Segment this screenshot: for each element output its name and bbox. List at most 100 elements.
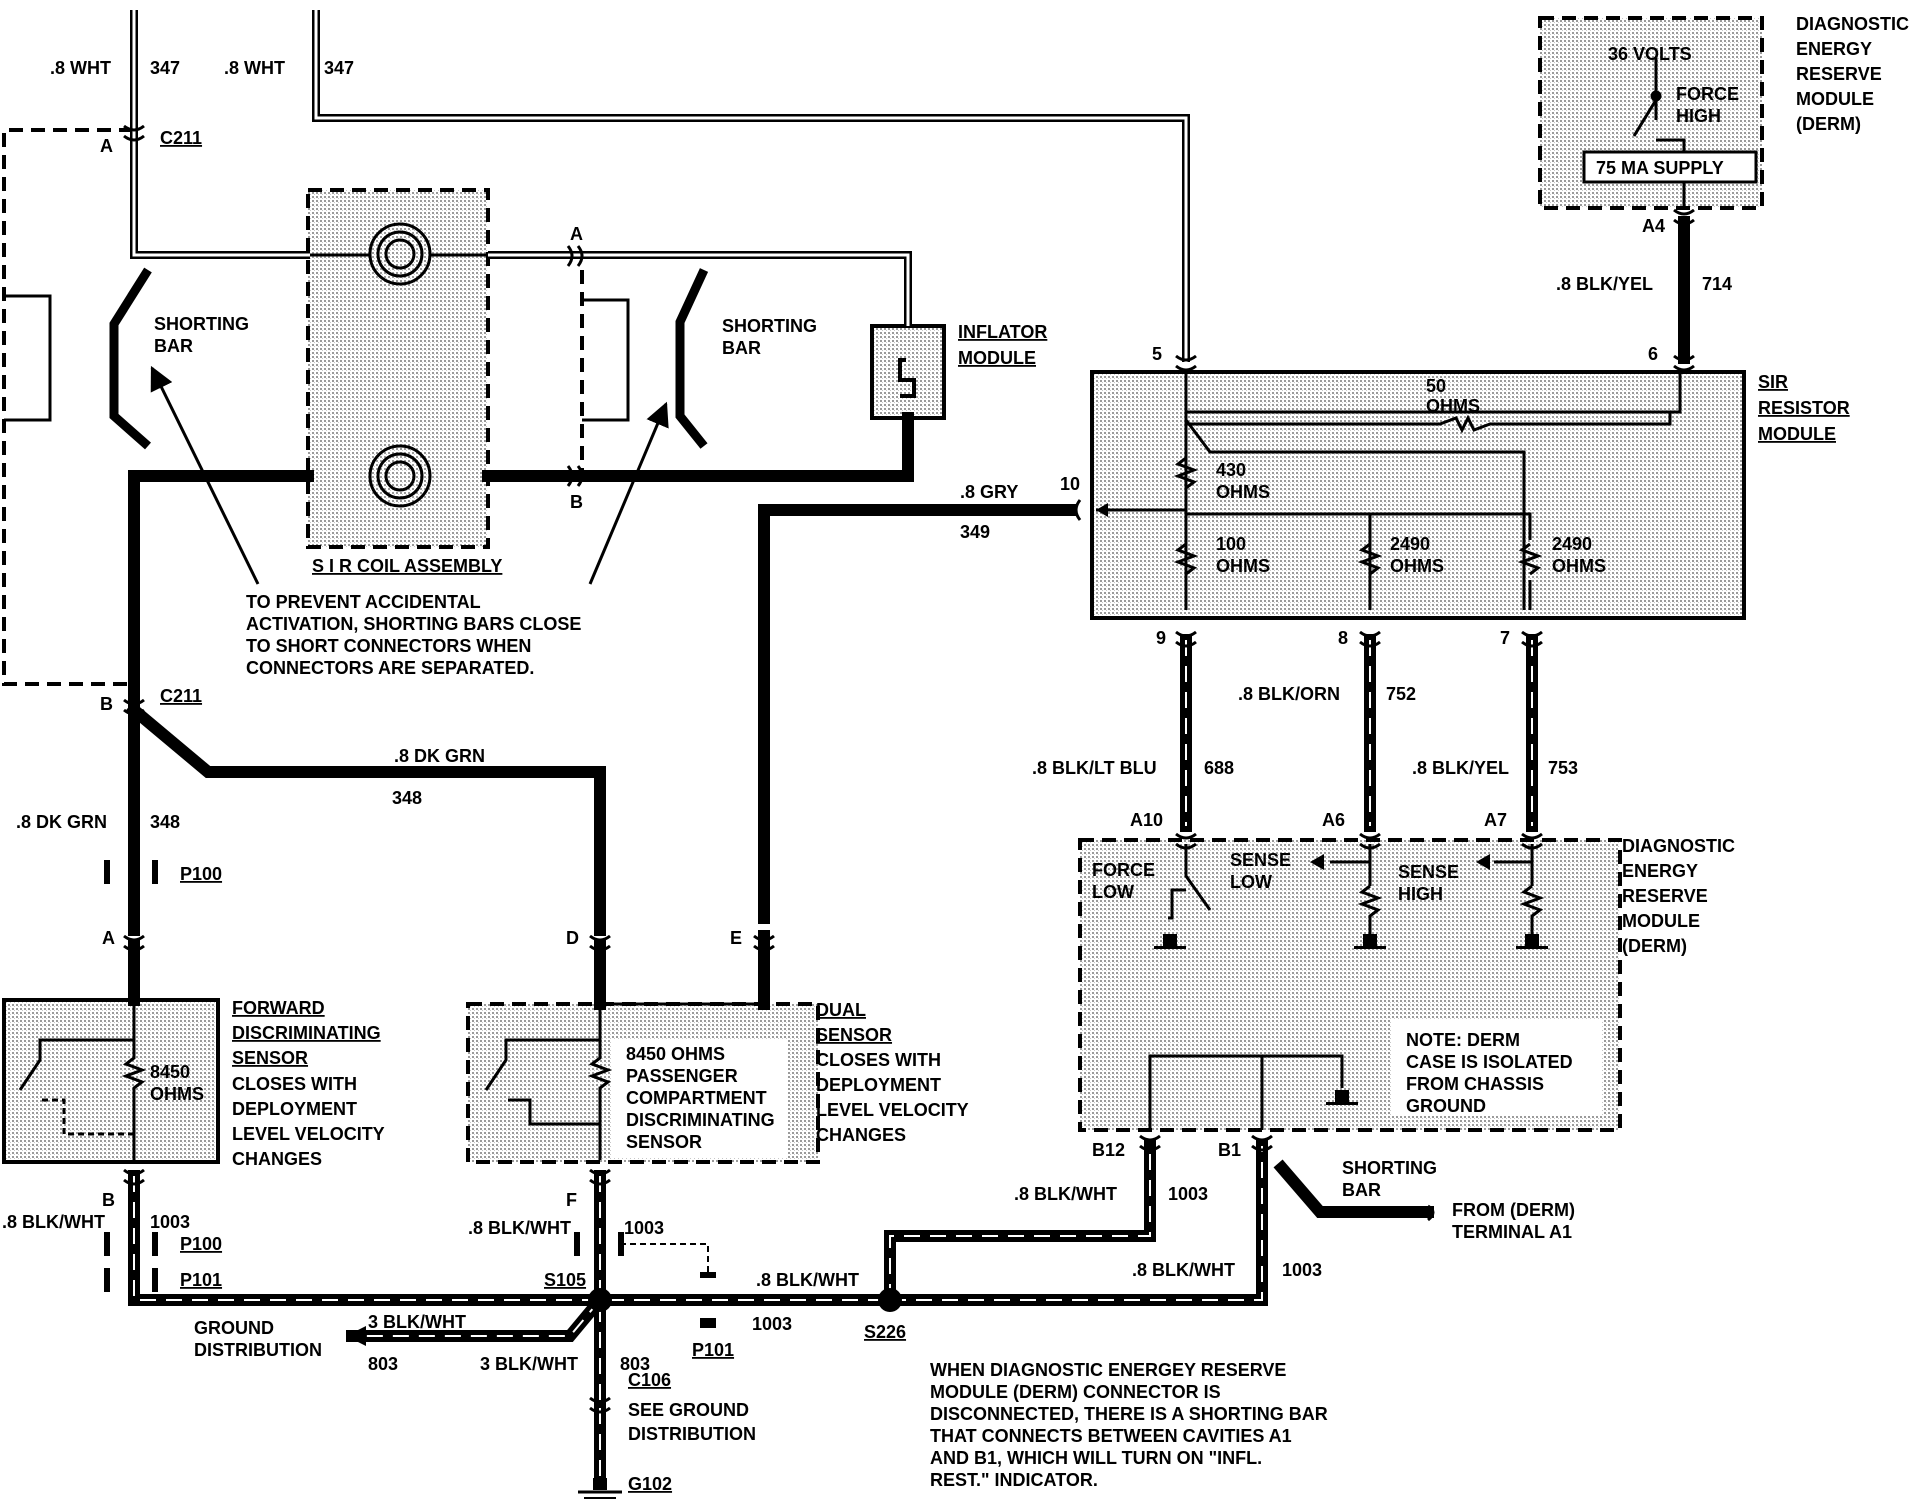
sir-pin-8: 8 [1338,628,1348,648]
wire-348-mid-gauge: .8 DK GRN [394,746,485,766]
splice-s226: S226 [864,1322,906,1342]
connector-chevrons [123,124,1695,1414]
wire-348-left-gauge: .8 DK GRN [16,812,107,832]
fwd-pin-b: B [102,1190,115,1210]
pin-brackets [104,860,716,1328]
wire-753-circuit: 753 [1548,758,1578,778]
sir-resistor-network [1096,372,1682,610]
sir-coil-label: S I R COIL ASSEMBLY [312,556,502,576]
gnd-mid-circuit: 1003 [624,1218,664,1238]
dist-a-circuit: 803 [368,1354,398,1374]
gnd-b1-circuit: 1003 [1282,1260,1322,1280]
dist-a-gauge: 3 BLK/WHT [368,1312,466,1332]
sir-resistor-box [1092,372,1744,618]
derm-pin-a7: A7 [1484,810,1507,830]
dist-b-gauge: 3 BLK/WHT [480,1354,578,1374]
top-right-gauge: .8 WHT [224,58,285,78]
derm-supply: 75 MA SUPPLY [1596,158,1724,178]
c211-top-label: C211 [160,128,202,148]
c211-pin-a: A [100,136,113,156]
from-derm-label: FROM (DERM)TERMINAL A1 [1452,1200,1575,1242]
derm-pin-b12: B12 [1092,1140,1125,1160]
top-left-gauge: .8 WHT [50,58,111,78]
wire-349-circuit: 349 [960,522,990,542]
fwd-pin-a: A [102,928,115,948]
g102-label: G102 [628,1474,672,1494]
c211-pin-b: B [100,694,113,714]
derm-grounds [1154,934,1548,1105]
gnd-bottom-circuit: 1003 [752,1314,792,1334]
inflator-module-box [872,326,944,418]
dual-sensor-internals [484,1002,764,1160]
derm-top-pin: A4 [1642,216,1665,236]
gnd-mid-gauge: .8 BLK/WHT [468,1218,571,1238]
sir-pin-7: 7 [1500,628,1510,648]
derm-pin-a6: A6 [1322,810,1345,830]
dual-pin-d: D [566,928,579,948]
dual-pin-e: E [730,928,742,948]
c211-bottom-label: C211 [160,686,202,706]
shorting-bar-right-shape [675,268,709,449]
supply-box [1582,150,1758,184]
wire-714-circuit: 714 [1702,274,1732,294]
wire-752-gauge: .8 BLK/ORN [1238,684,1340,704]
p101-mid-label: P101 [692,1340,734,1360]
p100-top-label: P100 [180,864,222,884]
top-left-circuit: 347 [150,58,180,78]
wire-349-gauge: .8 GRY [960,482,1018,502]
derm-voltage: 36 VOLTS [1608,44,1692,64]
sir-pin-6: 6 [1648,344,1658,364]
p100-bottom-label: P100 [180,1234,222,1254]
sir-pin-a: A [570,224,583,244]
coil-top [310,222,488,286]
sir-pin-9: 9 [1156,628,1166,648]
shorting-bar-left-shape [109,267,152,450]
wire-348-mid-circuit: 348 [392,788,422,808]
derm-top-internals [1632,58,1686,208]
forward-sensor-internals [18,1000,147,1160]
sir-pin-b: B [570,492,583,512]
p101-left-label: P101 [180,1270,222,1290]
gnd-left-gauge: .8 BLK/WHT [2,1212,105,1232]
gnd-b12-gauge: .8 BLK/WHT [1014,1184,1117,1204]
derm-bottom-internals [1148,844,1545,1130]
gnd-b1-gauge: .8 BLK/WHT [1132,1260,1235,1280]
wire-688-gauge: .8 BLK/LT BLU [1032,758,1157,778]
wire-714-gauge: .8 BLK/YEL [1556,274,1653,294]
sir-pin-10: 10 [1060,474,1080,494]
derm-pin-b1: B1 [1218,1140,1241,1160]
sir-coil-box [308,190,488,547]
wire-348-left-circuit: 348 [150,812,180,832]
wire-752-circuit: 752 [1386,684,1416,704]
splice-s105: S105 [544,1270,586,1290]
derm-pin-a10: A10 [1130,810,1163,830]
top-right-circuit: 347 [324,58,354,78]
gnd-left-circuit: 1003 [150,1212,190,1232]
c106-label: C106 [628,1370,671,1390]
